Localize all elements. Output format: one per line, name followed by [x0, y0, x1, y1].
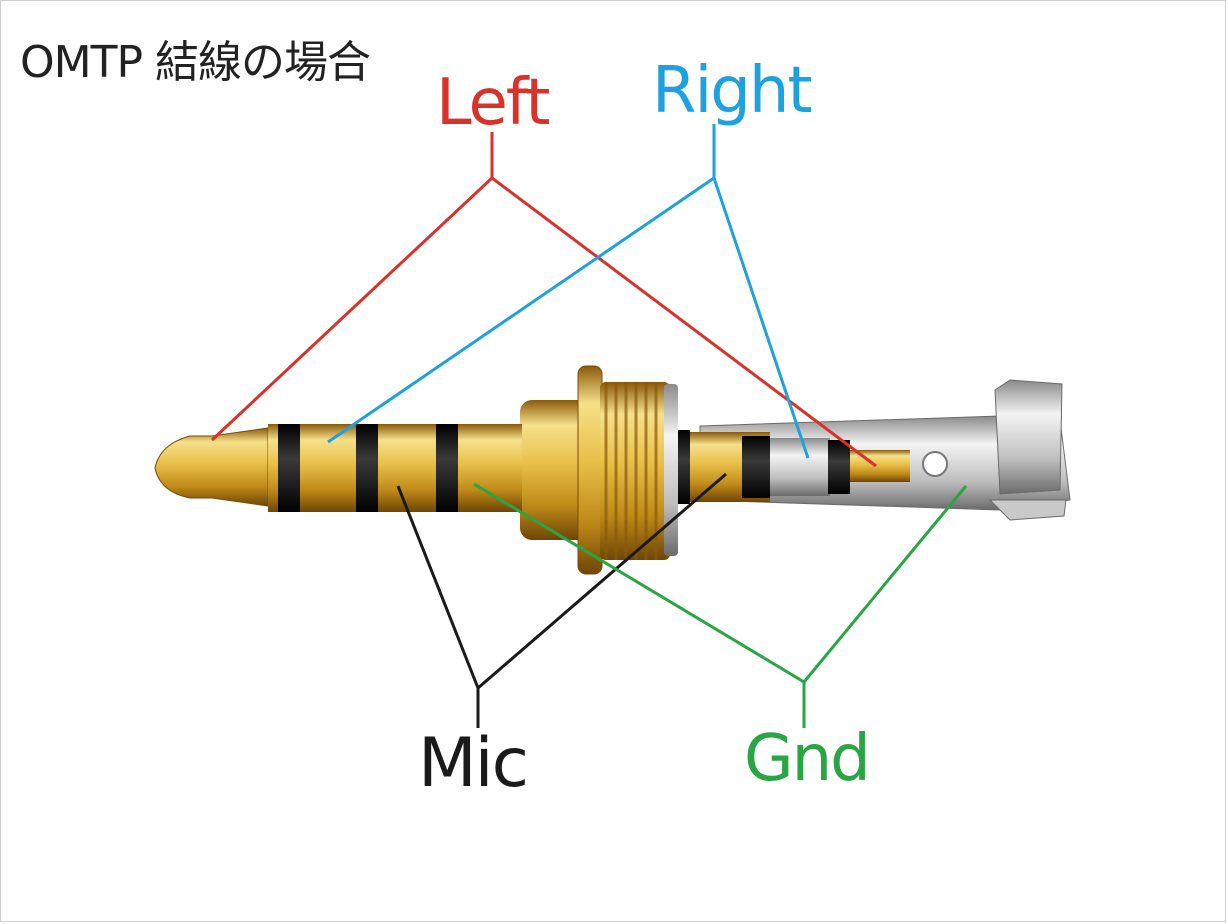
insulator-ring-3: [436, 424, 458, 512]
diagram-title: OMTP 結線の場合: [20, 37, 371, 88]
left-leader-lines: [210, 132, 877, 468]
label-left: Left: [436, 66, 550, 140]
gnd-leader-lines: [473, 482, 968, 728]
label-gnd: Gnd: [744, 722, 871, 796]
insulator-ring-1: [278, 424, 300, 512]
threaded-nut: [520, 365, 678, 575]
label-mic: Mic: [418, 724, 529, 803]
lug-hole: [922, 451, 948, 477]
plug-tip: [154, 427, 269, 507]
inner-contacts: [676, 430, 910, 504]
plug-shaft: [154, 424, 522, 512]
mic-leader-lines: [396, 472, 727, 728]
insulator-ring-2: [356, 424, 378, 512]
right-leader-lines: [327, 124, 810, 459]
label-right: Right: [652, 54, 813, 128]
